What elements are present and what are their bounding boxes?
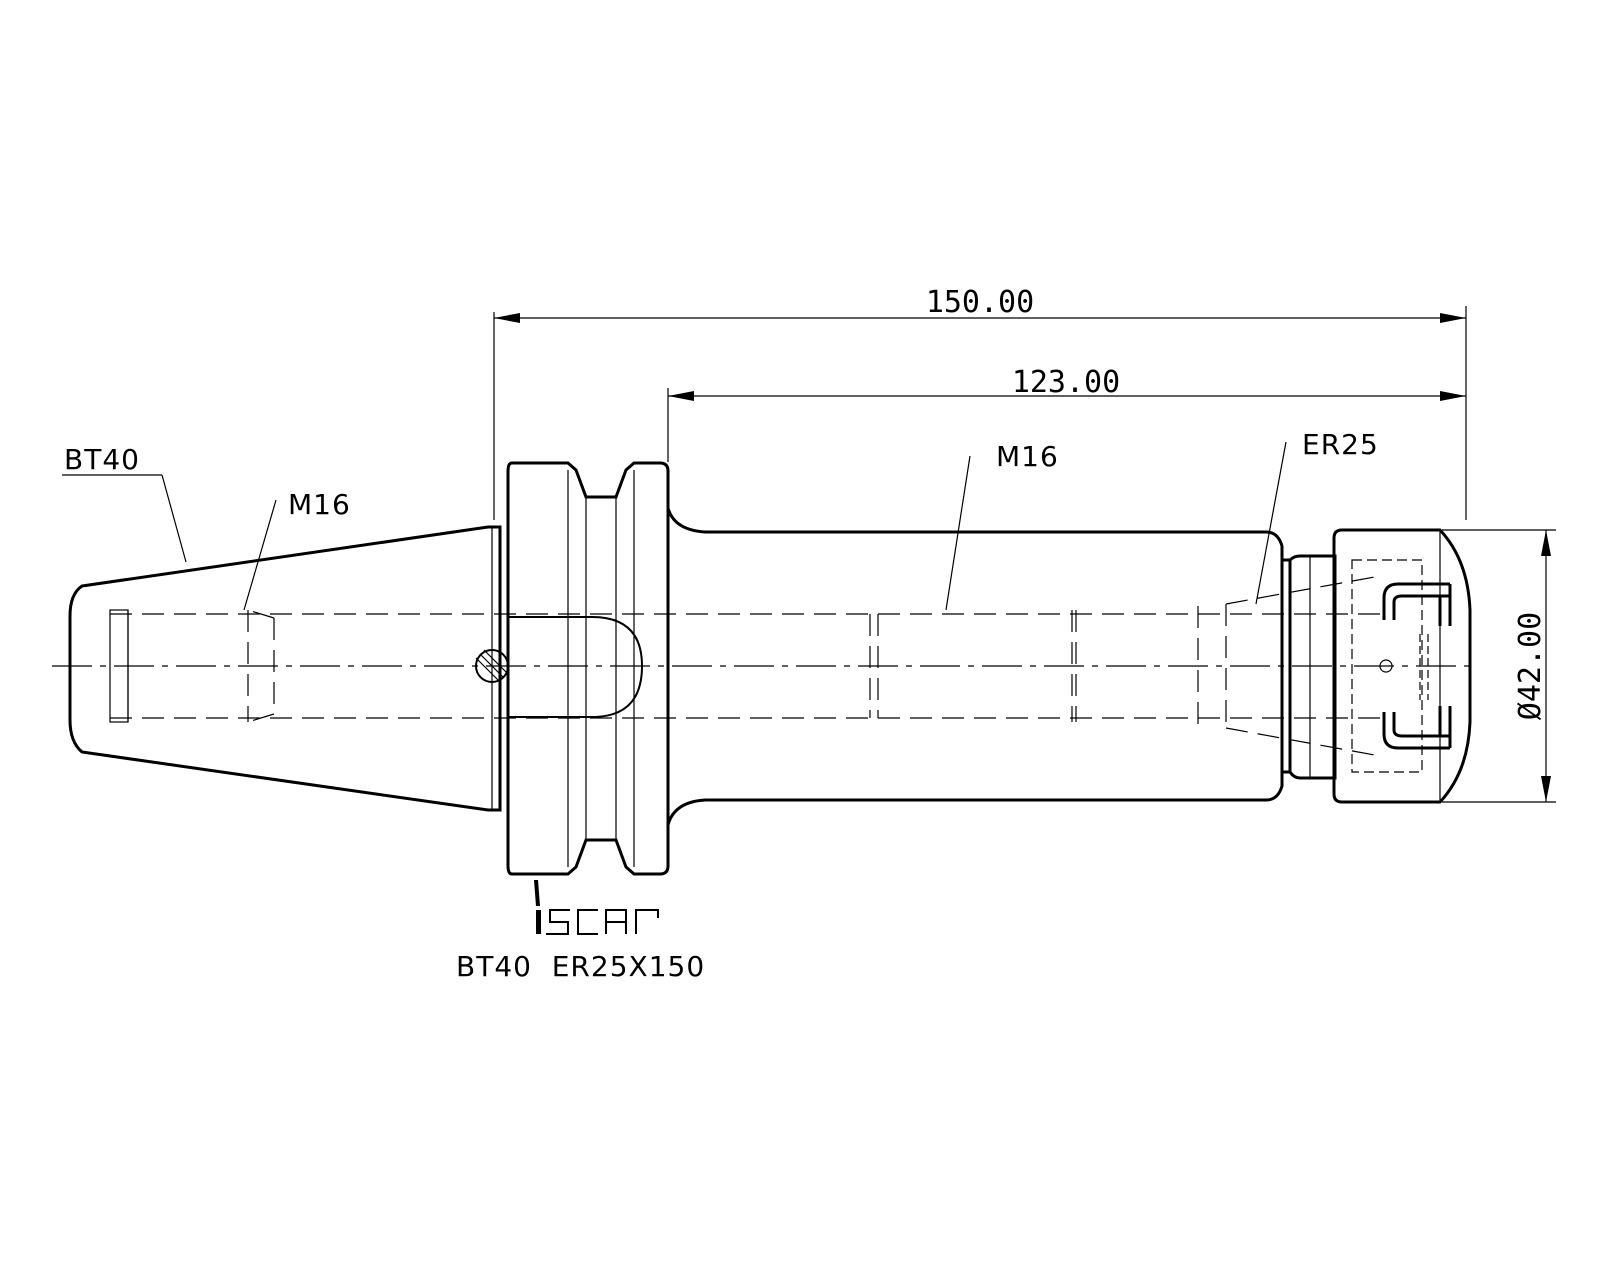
overall-length-value: 150.00 — [926, 285, 1034, 320]
flange — [475, 461, 670, 876]
diameter-value: Ø42.00 — [1513, 612, 1548, 720]
thread-left-label: M16 — [288, 488, 351, 521]
internal-bore — [109, 575, 1381, 757]
label-thread-right: M16 — [945, 440, 1059, 611]
label-taper: BT40 — [62, 443, 187, 563]
taper-label: BT40 — [64, 443, 140, 476]
dimension-diameter: Ø42.00 — [1442, 529, 1556, 803]
thread-right-label: M16 — [996, 440, 1059, 473]
iscar-logo — [534, 880, 659, 935]
taper-body — [68, 525, 502, 812]
label-thread-left: M16 — [243, 488, 351, 611]
dimension-overall-length: 150.00 — [493, 285, 1467, 520]
label-collet: ER25 — [1255, 428, 1379, 605]
collet-label: ER25 — [1302, 428, 1379, 461]
gauge-length-value: 123.00 — [1012, 365, 1120, 400]
tool-designation: BT40 ER25X150 — [456, 950, 705, 983]
collet-nut — [1332, 528, 1472, 804]
dimension-gauge-length: 123.00 — [667, 365, 1466, 462]
